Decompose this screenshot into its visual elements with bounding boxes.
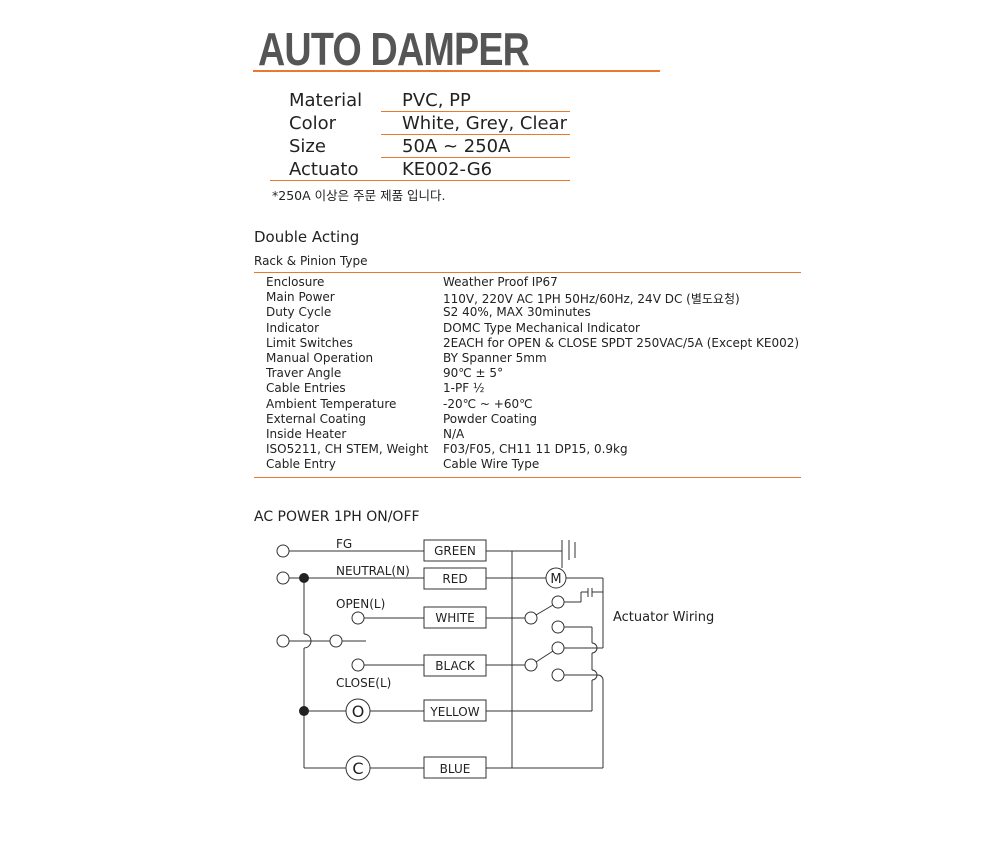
- wire-box-white: [423, 606, 487, 629]
- spec-row-value: -20℃ ~ +60℃: [443, 396, 533, 411]
- terminal-close: [351, 658, 365, 672]
- wire-box-green: [423, 539, 487, 562]
- open-lamp: [345, 698, 371, 724]
- spec-row-label: Manual Operation: [266, 351, 374, 365]
- motor-symbol: [545, 567, 567, 589]
- wire-box-black: [423, 654, 487, 677]
- switch-contact: [551, 595, 565, 609]
- spec-row-value: BY Spanner 5mm: [443, 351, 547, 365]
- spec-value: White, Grey, Clear: [402, 113, 567, 134]
- spec-row-label: External Coating: [266, 411, 366, 426]
- spec-row-value: 90℃ ± 5°: [443, 366, 504, 381]
- spec-value: PVC, PP: [402, 90, 471, 111]
- open-label: OPEN(L): [336, 597, 385, 611]
- close-lamp-label: C: [352, 759, 363, 778]
- spec-row-value: Weather Proof IP67: [443, 275, 558, 289]
- motor-label: M: [550, 572, 561, 587]
- terminal-open: [351, 611, 365, 625]
- wire-box-red: [423, 567, 487, 590]
- page-title: AUTO DAMPER: [258, 23, 530, 75]
- fg-label: FG: [336, 537, 352, 551]
- terminal-fg: [276, 544, 290, 558]
- open-lamp-label: O: [352, 702, 365, 721]
- wire-label: WHITE: [435, 611, 474, 625]
- spec-row-value: S2 40%, MAX 30minutes: [443, 305, 591, 320]
- wire-label: BLUE: [440, 762, 471, 776]
- junction-dot: [299, 573, 309, 583]
- wire-box-blue: [423, 756, 487, 779]
- wire-box-yellow: [423, 699, 487, 722]
- spec-row-value: Powder Coating: [443, 411, 538, 426]
- switch-contact: [551, 668, 565, 682]
- divider: [381, 111, 570, 112]
- close-lamp: [345, 755, 371, 781]
- section-subheading: Rack & Pinion Type: [254, 254, 368, 268]
- spec-label: Actuato: [289, 159, 359, 180]
- spec-label: Size: [289, 136, 326, 157]
- spec-row-value: 1-PF ½: [443, 381, 485, 396]
- divider: [381, 134, 570, 135]
- terminal: [329, 634, 343, 648]
- wire-label: GREEN: [434, 544, 476, 558]
- title-divider: [253, 70, 660, 72]
- spec-row-value: DOMC Type Mechanical Indicator: [443, 320, 640, 335]
- spec-label: Material: [289, 90, 363, 111]
- actuator-wiring-label: Actuator Wiring: [613, 610, 714, 625]
- spec-row-label: Limit Switches: [266, 335, 353, 350]
- spec-value: 50A ~ 250A: [402, 136, 511, 157]
- spec-row-label: Duty Cycle: [266, 305, 332, 320]
- spec-row-value: 110V, 220V AC 1PH 50Hz/60Hz, 24V DC (별도요…: [443, 292, 740, 307]
- wire-label: YELLOW: [429, 705, 479, 719]
- neutral-label: NEUTRAL(N): [336, 564, 410, 578]
- spec-row-label: Enclosure: [266, 275, 325, 289]
- spec-row-value: N/A: [443, 427, 465, 441]
- switch-contact: [551, 620, 565, 634]
- section-heading: Double Acting: [254, 228, 360, 246]
- switch-contact: [551, 641, 565, 655]
- wiring-heading: AC POWER 1PH ON/OFF: [254, 509, 420, 525]
- spec-row-label: Ambient Temperature: [266, 396, 397, 411]
- switch-common: [524, 658, 538, 672]
- spec-row-value: Cable Wire Type: [443, 457, 540, 472]
- wire-label: BLACK: [435, 659, 476, 673]
- spec-row-value: 2EACH for OPEN & CLOSE SPDT 250VAC/5A (E…: [443, 335, 800, 350]
- close-label: CLOSE(L): [336, 676, 391, 690]
- spec-label: Color: [289, 113, 336, 134]
- spec-row-label: ISO5211, CH STEM, Weight: [266, 442, 429, 457]
- switch-common: [524, 611, 538, 625]
- divider: [270, 180, 570, 181]
- spec-row-label: Cable Entry: [266, 457, 336, 472]
- spec-row-label: Inside Heater: [266, 427, 347, 441]
- spec-value: KE002-G6: [402, 159, 493, 180]
- divider: [381, 157, 570, 158]
- divider: [254, 477, 801, 478]
- junction-dot: [299, 706, 309, 716]
- order-note: *250A 이상은 주문 제품 입니다.: [272, 188, 446, 203]
- wire-label: RED: [442, 572, 467, 586]
- terminal-neutral: [276, 571, 290, 585]
- spec-row-label: Main Power: [266, 290, 335, 305]
- terminal: [276, 634, 290, 648]
- spec-row-label: Cable Entries: [266, 381, 346, 396]
- spec-row-label: Indicator: [266, 320, 320, 335]
- divider: [254, 272, 801, 273]
- spec-row-value: F03/F05, CH11 11 DP15, 0.9kg: [443, 442, 628, 457]
- spec-row-label: Traver Angle: [266, 366, 342, 381]
